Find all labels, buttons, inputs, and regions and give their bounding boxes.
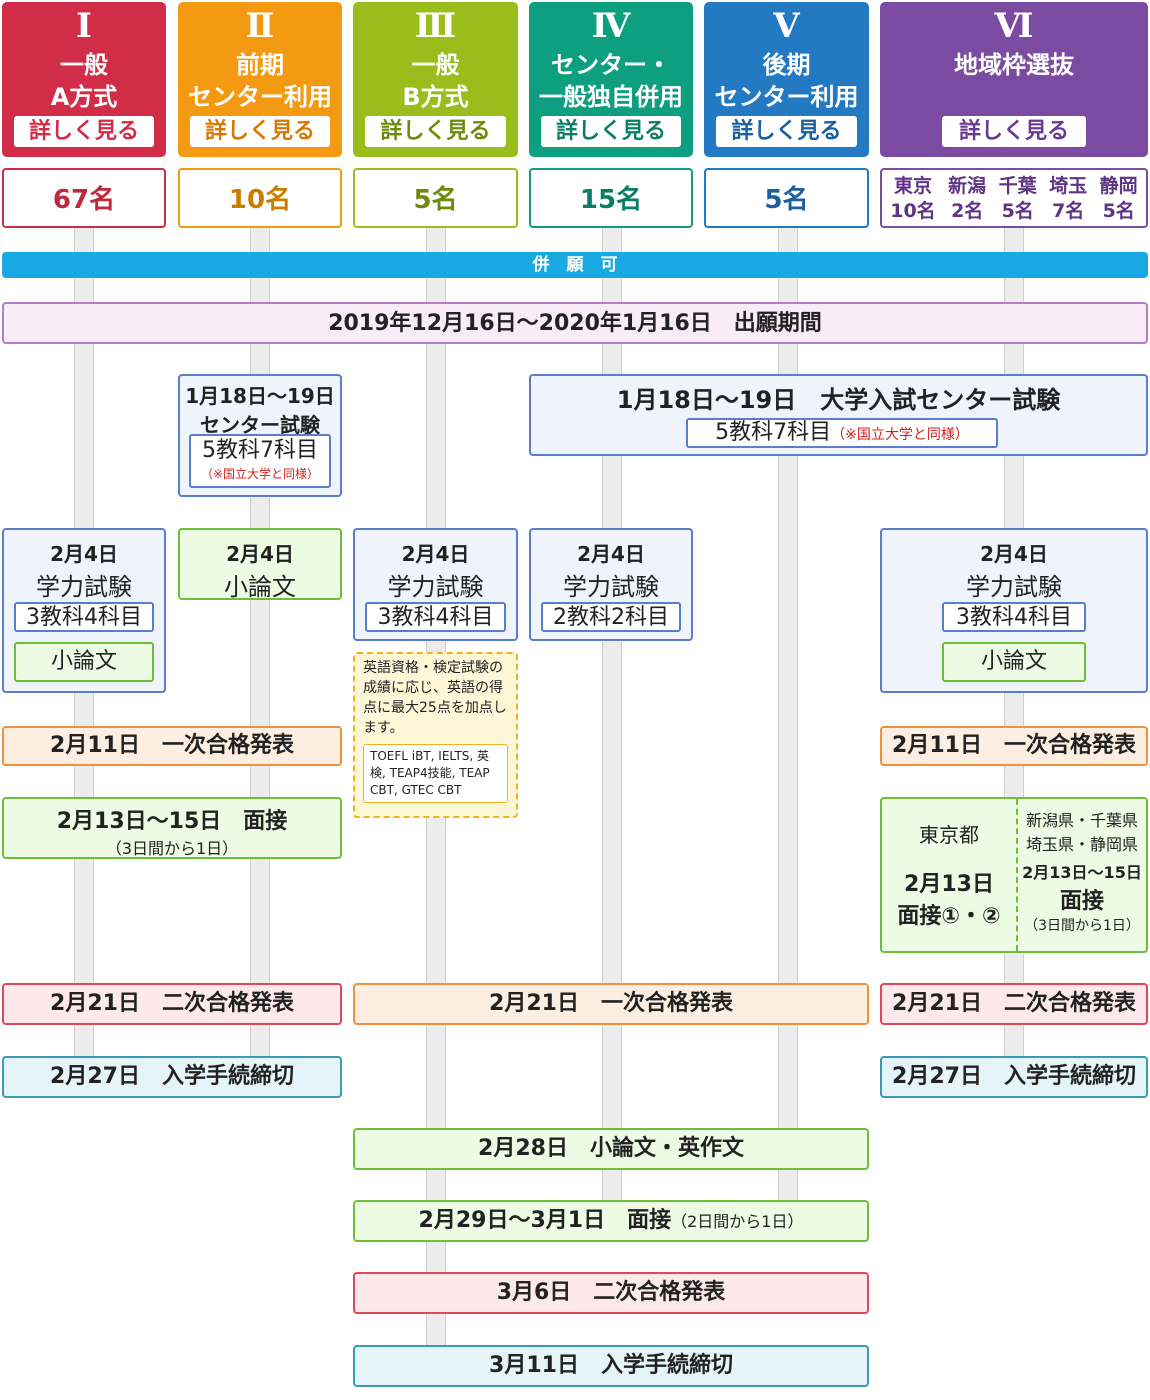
header-roman: Ⅱ	[245, 6, 275, 46]
interview-other: 新潟県・千葉県 埼玉県・静岡県 2月13日〜15日 面接 （3日間から1日）	[1022, 811, 1142, 934]
second-pass-right: 2月21日 二次合格発表	[880, 983, 1148, 1025]
header-title: センター・一般独自併用	[539, 51, 683, 111]
exam-col6-essay: 小論文	[942, 642, 1086, 682]
exam-col1-essay: 小論文	[14, 642, 154, 682]
first-pass-left: 2月11日 一次合格発表	[2, 726, 342, 766]
essay-mid: 2月28日 小論文・英作文	[353, 1128, 869, 1170]
details-button-2[interactable]: 詳しく見る	[190, 116, 330, 147]
timeline-line-4	[602, 228, 622, 1228]
header-6: Ⅵ 地域枠選抜 詳しく見る	[880, 2, 1148, 157]
center-exam-col2: 1月18日〜19日 センター試験 5教科7科目 （※国立大学と同様）	[178, 374, 342, 497]
center-exam-big-subjects: 5教科7科目（※国立大学と同様）	[686, 418, 998, 448]
center-exam-subjects: 5教科7科目 （※国立大学と同様）	[189, 434, 331, 488]
timeline-line-2	[250, 228, 270, 1060]
header-title: 前期センター利用	[188, 51, 332, 111]
header-2: Ⅱ 前期センター利用 詳しく見る	[178, 2, 342, 157]
interview-tokyo: 東京都 2月13日 面接①・②	[882, 799, 1018, 951]
exam-col3-subjects: 3教科4科目	[365, 602, 506, 632]
procedure-right: 2月27日 入学手続締切	[880, 1056, 1148, 1098]
exam-col6-subjects: 3教科4科目	[942, 602, 1086, 632]
details-button-1[interactable]: 詳しく見る	[14, 116, 154, 147]
header-roman: Ⅰ	[76, 6, 92, 46]
exam-col4-subjects: 2教科2科目	[541, 602, 681, 632]
header-title: 後期センター利用	[714, 51, 859, 111]
first-pass-right: 2月11日 一次合格発表	[880, 726, 1148, 766]
header-roman: Ⅵ	[994, 6, 1034, 46]
exam-col3: 2月4日 学力試験 3教科4科目	[353, 528, 518, 641]
timeline-line-5	[778, 228, 798, 1228]
interview-left: 2月13日〜15日 面接 （3日間から1日）	[2, 797, 342, 859]
english-tests-list: TOEFL iBT, IELTS, 英検, TEAP4技能, TEAP CBT,…	[363, 744, 508, 803]
application-period: 2019年12月16日〜2020年1月16日 出願期間	[2, 302, 1148, 344]
exam-col1-subjects: 3教科4科目	[14, 602, 154, 632]
interview-mid: 2月29日〜3月1日 面接（2日間から1日）	[353, 1200, 869, 1242]
header-4: Ⅳ センター・一般独自併用 詳しく見る	[529, 2, 693, 157]
details-button-5[interactable]: 詳しく見る	[716, 116, 857, 147]
quota-5: 5名	[704, 168, 869, 228]
quota-1: 67名	[2, 168, 166, 228]
heigan-bar: 併 願 可	[2, 252, 1148, 278]
procedure-mid: 3月11日 入学手続締切	[353, 1345, 869, 1387]
quota-2: 10名	[178, 168, 342, 228]
interview-right: 東京都 2月13日 面接①・② 新潟県・千葉県 埼玉県・静岡県 2月13日〜15…	[880, 797, 1148, 953]
first-pass-mid: 2月21日 一次合格発表	[353, 983, 869, 1025]
center-exam-title: センター試験	[200, 413, 320, 437]
details-button-4[interactable]: 詳しく見る	[541, 116, 681, 147]
header-roman: Ⅴ	[773, 6, 800, 46]
english-bonus-note: 英語資格・検定試験の成績に応じ、英語の得点に最大25点を加点します。 TOEFL…	[353, 652, 518, 818]
exam-col2: 2月4日 小論文	[178, 528, 342, 601]
center-exam-big-title: 1月18日〜19日 大学入試センター試験	[616, 386, 1061, 414]
second-pass-left: 2月21日 二次合格発表	[2, 983, 342, 1025]
exam-col4: 2月4日 学力試験 2教科2科目	[529, 528, 693, 641]
details-button-6[interactable]: 詳しく見る	[942, 116, 1086, 147]
header-5: Ⅴ 後期センター利用 詳しく見る	[704, 2, 869, 157]
center-exam-date: 1月18日〜19日	[185, 384, 335, 408]
exam-col1: 2月4日 学力試験 3教科4科目 小論文	[2, 528, 166, 693]
header-title: 地域枠選抜	[954, 51, 1074, 79]
exam-col6: 2月4日 学力試験 3教科4科目 小論文	[880, 528, 1148, 693]
header-roman: Ⅲ	[414, 6, 457, 46]
center-exam-big: 1月18日〜19日 大学入試センター試験 5教科7科目（※国立大学と同様）	[529, 374, 1148, 456]
details-button-3[interactable]: 詳しく見る	[365, 116, 506, 147]
header-roman: Ⅳ	[591, 6, 631, 46]
quota-4: 15名	[529, 168, 693, 228]
second-pass-mid: 3月6日 二次合格発表	[353, 1272, 869, 1314]
quota-3: 5名	[353, 168, 518, 228]
procedure-left: 2月27日 入学手続締切	[2, 1056, 342, 1098]
